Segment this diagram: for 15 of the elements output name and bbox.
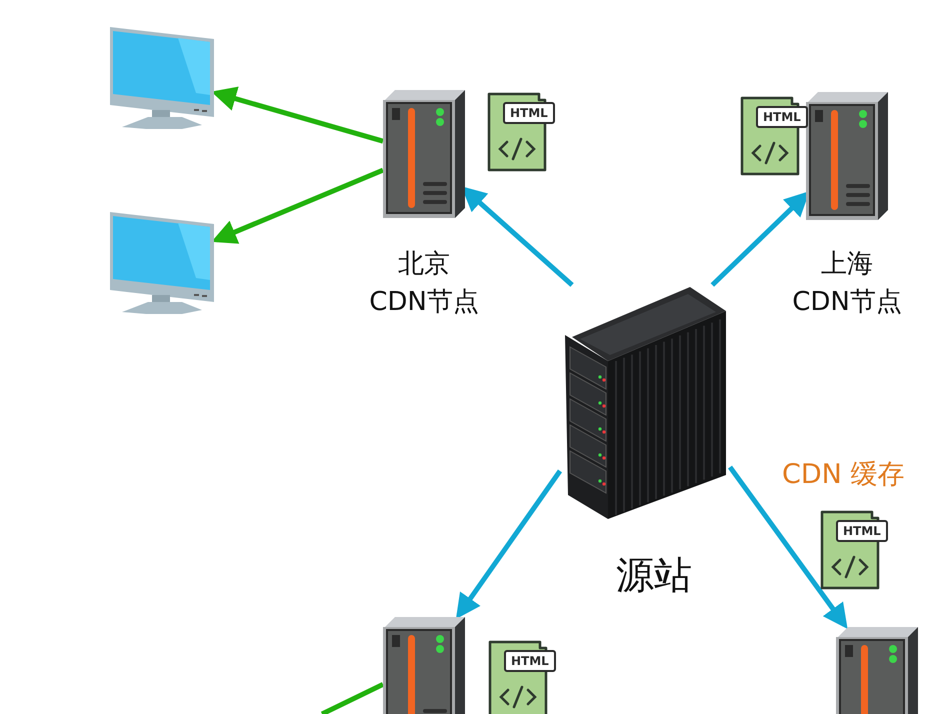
monitor-drawing [108, 25, 216, 130]
connector-line [320, 682, 384, 714]
server-drawing [383, 615, 465, 714]
arrow [456, 470, 562, 620]
file-tag: HTML [504, 650, 556, 672]
file-tag: HTML [756, 106, 808, 128]
arrow [728, 466, 848, 630]
node-label: 上海 CDN节点 [791, 248, 903, 319]
monitor-drawing [108, 210, 216, 315]
file-tag: HTML [836, 520, 888, 542]
node-label: 源站 [615, 552, 693, 599]
caption-label: CDN 缓存 [782, 458, 904, 492]
file-tag: HTML [503, 102, 555, 124]
server-drawing [836, 625, 918, 714]
node-label: 北京 CDN节点 [368, 248, 480, 319]
